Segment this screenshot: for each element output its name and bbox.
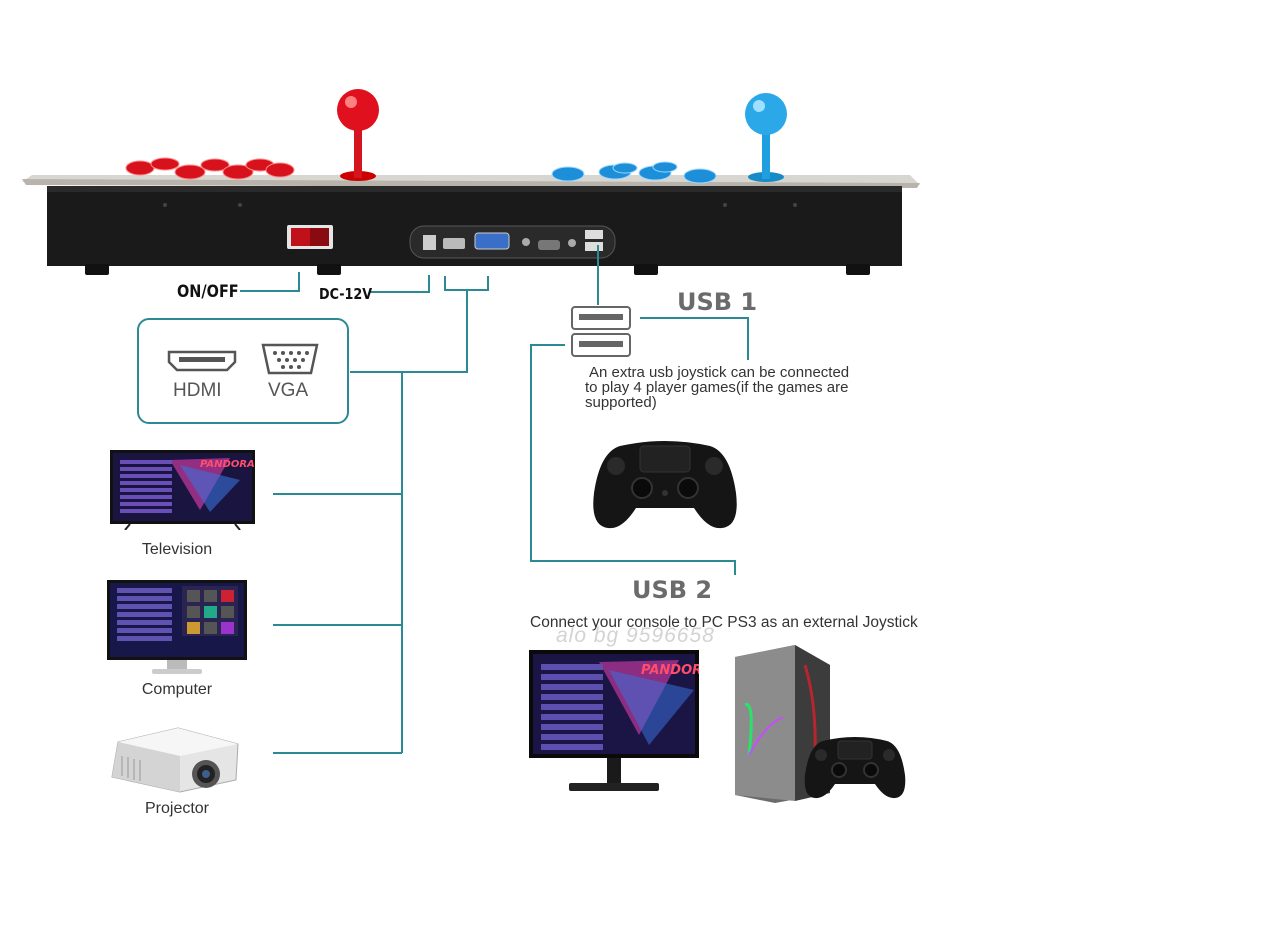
computer-label: Computer bbox=[141, 681, 213, 698]
usb2-title: USB 2 bbox=[632, 576, 713, 604]
usb1-description-line-1: An extra usb joystick can be connected bbox=[589, 364, 850, 381]
player2-joystick bbox=[738, 92, 793, 184]
pc-screen-brand: PANDORA bbox=[641, 663, 699, 678]
television-label: Television bbox=[141, 541, 213, 558]
projector bbox=[108, 722, 240, 794]
usb-ports-icon bbox=[570, 305, 632, 359]
on-off-label: ON/OFF bbox=[177, 282, 239, 302]
vga-port-icon bbox=[260, 342, 320, 376]
pc-gamepad-icon bbox=[803, 735, 907, 801]
usb2-description: Connect your console to PC PS3 as an ext… bbox=[530, 614, 918, 631]
usb1-description: An extra usb joystick can be connected t… bbox=[585, 365, 885, 410]
player1-joystick bbox=[330, 88, 385, 183]
projector-label: Projector bbox=[144, 800, 210, 817]
television: PANDORA bbox=[110, 450, 255, 530]
usb1-description-line-3: supported) bbox=[585, 394, 657, 411]
tv-screen-brand: PANDORA bbox=[200, 459, 255, 470]
hdmi-port-icon bbox=[167, 348, 237, 374]
dc-label: DC-12V bbox=[319, 285, 373, 303]
arcade-console bbox=[20, 85, 925, 280]
usb1-description-line-2: to play 4 player games(if the games are bbox=[585, 379, 849, 396]
watermark: alo bg 9596658 bbox=[556, 624, 715, 647]
pc-monitor: PANDORA bbox=[529, 650, 699, 795]
video-output-box: HDMI VGA bbox=[137, 318, 349, 424]
player2-buttons bbox=[540, 158, 740, 188]
gamepad-icon bbox=[590, 438, 740, 532]
vga-label: VGA bbox=[268, 380, 309, 401]
hdmi-label: HDMI bbox=[173, 380, 222, 401]
pc-tower bbox=[735, 645, 830, 803]
computer-monitor bbox=[107, 580, 247, 678]
player1-buttons bbox=[120, 150, 305, 185]
usb1-title: USB 1 bbox=[677, 288, 758, 316]
